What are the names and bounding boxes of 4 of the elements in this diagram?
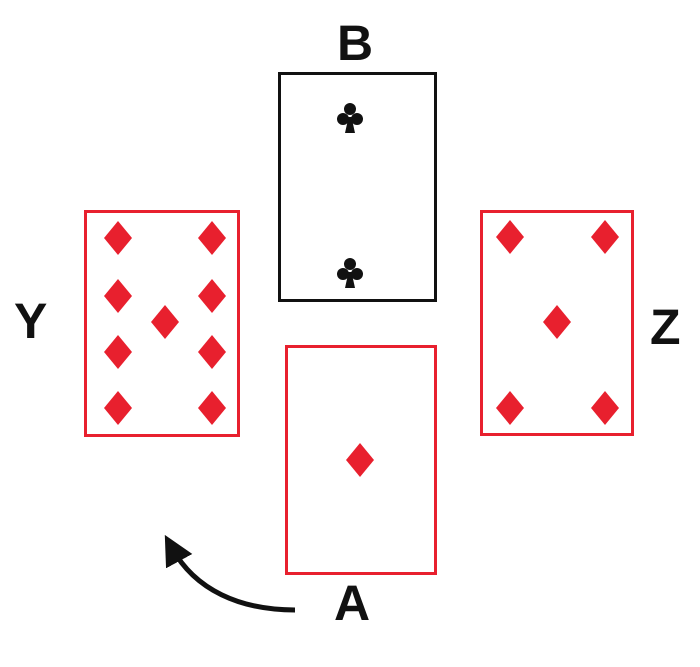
seat-letter: A <box>334 578 370 628</box>
seat-letter: Z <box>650 302 681 352</box>
seat-letter: B <box>337 18 374 68</box>
seat-letter: Y <box>14 296 48 346</box>
